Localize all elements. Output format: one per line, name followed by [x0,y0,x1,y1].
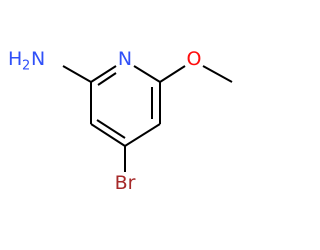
bonds [62,65,233,172]
molecule-structure: H 2 N N O Br [8,48,233,194]
bond-c3-c4-double [96,119,126,139]
bond-c2-nh2 [62,65,92,83]
atom-labels: H 2 N N O Br [8,48,201,194]
bond-n1-c2 [90,65,117,83]
oxygen-label: O [187,48,202,70]
bond-n1-c2-double [97,72,117,86]
bromine-label: Br [115,172,136,194]
amine-n-label: N [31,48,45,70]
amine-h-count-label: 2 [22,59,30,74]
bond-c6-n1 [133,65,161,83]
bond-o-ch3 [202,65,233,83]
amine-h-label: H [8,48,22,70]
ring-nitrogen-label: N [118,48,132,70]
bond-c4-c5 [124,123,161,147]
bond-c6-o [159,65,186,83]
bond-c3-c4 [90,123,126,147]
